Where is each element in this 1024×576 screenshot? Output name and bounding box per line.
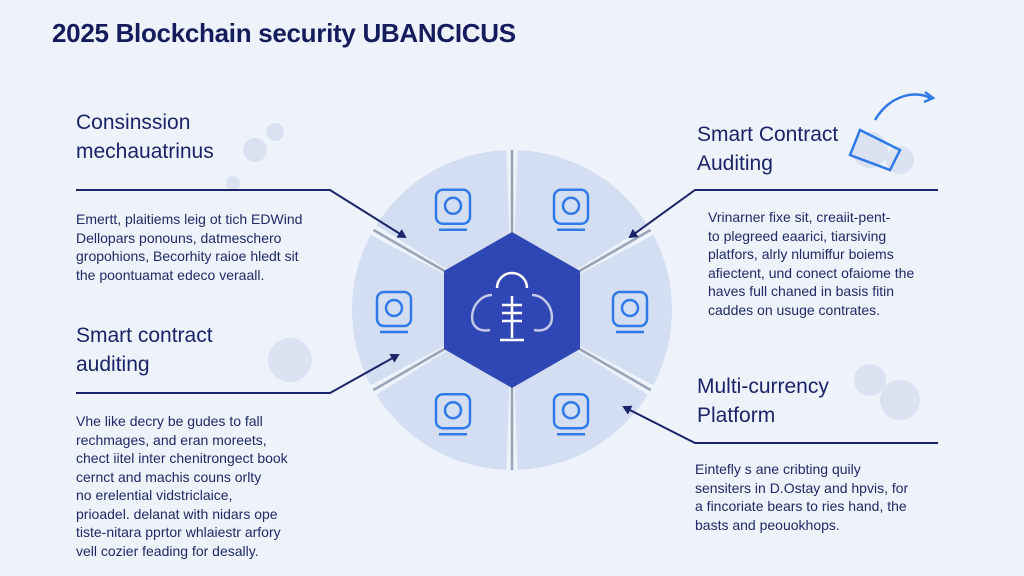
- connector-top-left: [76, 189, 407, 239]
- connector-top-right: [628, 189, 938, 239]
- heading-line: Consinssion: [76, 111, 191, 134]
- body-line: no erelential vidstriclaice,: [76, 487, 233, 503]
- connector-bottom-right: [622, 405, 938, 444]
- body-line: caddes on usuge contrates.: [708, 301, 881, 318]
- body-line: Eintefly s ane cribting quily: [695, 461, 861, 477]
- coin-circle-icon: [611, 290, 649, 334]
- ring-segment: [376, 347, 510, 470]
- heading-smart-contract-right: Smart Contract Auditing: [697, 120, 838, 178]
- heading-consensus: Consinssion mechauatrinus: [76, 108, 214, 166]
- heading-smart-contract-left: Smart contract auditing: [76, 321, 213, 379]
- body-line: gropohions, Becorhity raioe hledt sit: [76, 248, 299, 264]
- heading-line: Smart Contract: [697, 123, 839, 146]
- connector-bottom-left: [76, 354, 400, 394]
- body-line: Emertt, plaitiems leig ot tich EDWind: [76, 211, 303, 227]
- segment-divider: [577, 346, 652, 392]
- blockchain-core-icon: [471, 271, 553, 342]
- body-line: cernct and machis couns orlty: [76, 468, 262, 485]
- cabinet-icon: [552, 392, 590, 436]
- body-line: Vrinarner fixe sit, creaiit-pent-: [708, 209, 891, 225]
- heading-line: Smart contract: [76, 324, 213, 347]
- body-line: the poontuamat edeco veraall.: [76, 266, 265, 283]
- ring-segment: [514, 150, 648, 273]
- body-line: a fincoriate bears to ries hand, the: [695, 498, 907, 514]
- segment-ring: [352, 150, 673, 470]
- segment-divider: [372, 228, 447, 274]
- body-line: sensiters in D.Ostay and hpvis, for: [695, 479, 909, 496]
- body-line: prioadel. delanat with nidars ope: [76, 505, 278, 522]
- body-smart-contract-left: Vhe like decry be gudes to fall rechmage…: [76, 412, 288, 560]
- body-line: afiectent, und conect ofaiome the: [708, 264, 915, 281]
- page-title: 2025 Blockchain security UBANCICUS: [52, 18, 516, 48]
- body-multi-currency: Eintefly s ane cribting quily sensiters …: [695, 460, 908, 534]
- ring-segment: [376, 150, 510, 273]
- body-line: rechmages, and eran moreets,: [76, 431, 267, 448]
- heading-line: Multi-currency: [697, 375, 829, 398]
- lock-person-icon: [434, 392, 472, 436]
- segment-divider: [372, 346, 447, 392]
- heading-line: Auditing: [697, 152, 773, 175]
- heading-multi-currency: Multi-currency Platform: [697, 372, 829, 430]
- network-nodes-icon: [375, 290, 413, 334]
- body-line: haves full chaned in basis fitin: [708, 283, 894, 299]
- body-line: Dellopars ponouns, datmeschero: [76, 229, 282, 246]
- home-shield-icon: [434, 188, 472, 232]
- body-line: to plegreed eaarici, tiarsiving: [708, 227, 887, 244]
- heading-line: Platform: [697, 404, 776, 427]
- body-line: tiste-nitara pprtor whlaiestr arfory: [76, 524, 281, 540]
- body-smart-contract-right: Vrinarner fixe sit, creaiit-pent- to ple…: [708, 208, 914, 319]
- body-line: platfors, alrly nlumiffur boiems: [708, 246, 894, 262]
- ring-segment: [514, 347, 648, 470]
- heading-line: mechauatrinus: [76, 140, 214, 163]
- robot-icon: [552, 188, 590, 232]
- decorative-bubbles: [226, 123, 920, 420]
- body-line: Vhe like decry be gudes to fall: [76, 413, 263, 429]
- body-line: basts and peouokhops.: [695, 516, 840, 533]
- heading-line: auditing: [76, 353, 150, 376]
- body-consensus: Emertt, plaitiems leig ot tich EDWind De…: [76, 210, 302, 284]
- body-line: chect iitel inter chenitrongect book: [76, 450, 288, 466]
- pen-illustration-icon: [848, 91, 936, 172]
- body-line: vell cozier feading for desally.: [76, 542, 259, 559]
